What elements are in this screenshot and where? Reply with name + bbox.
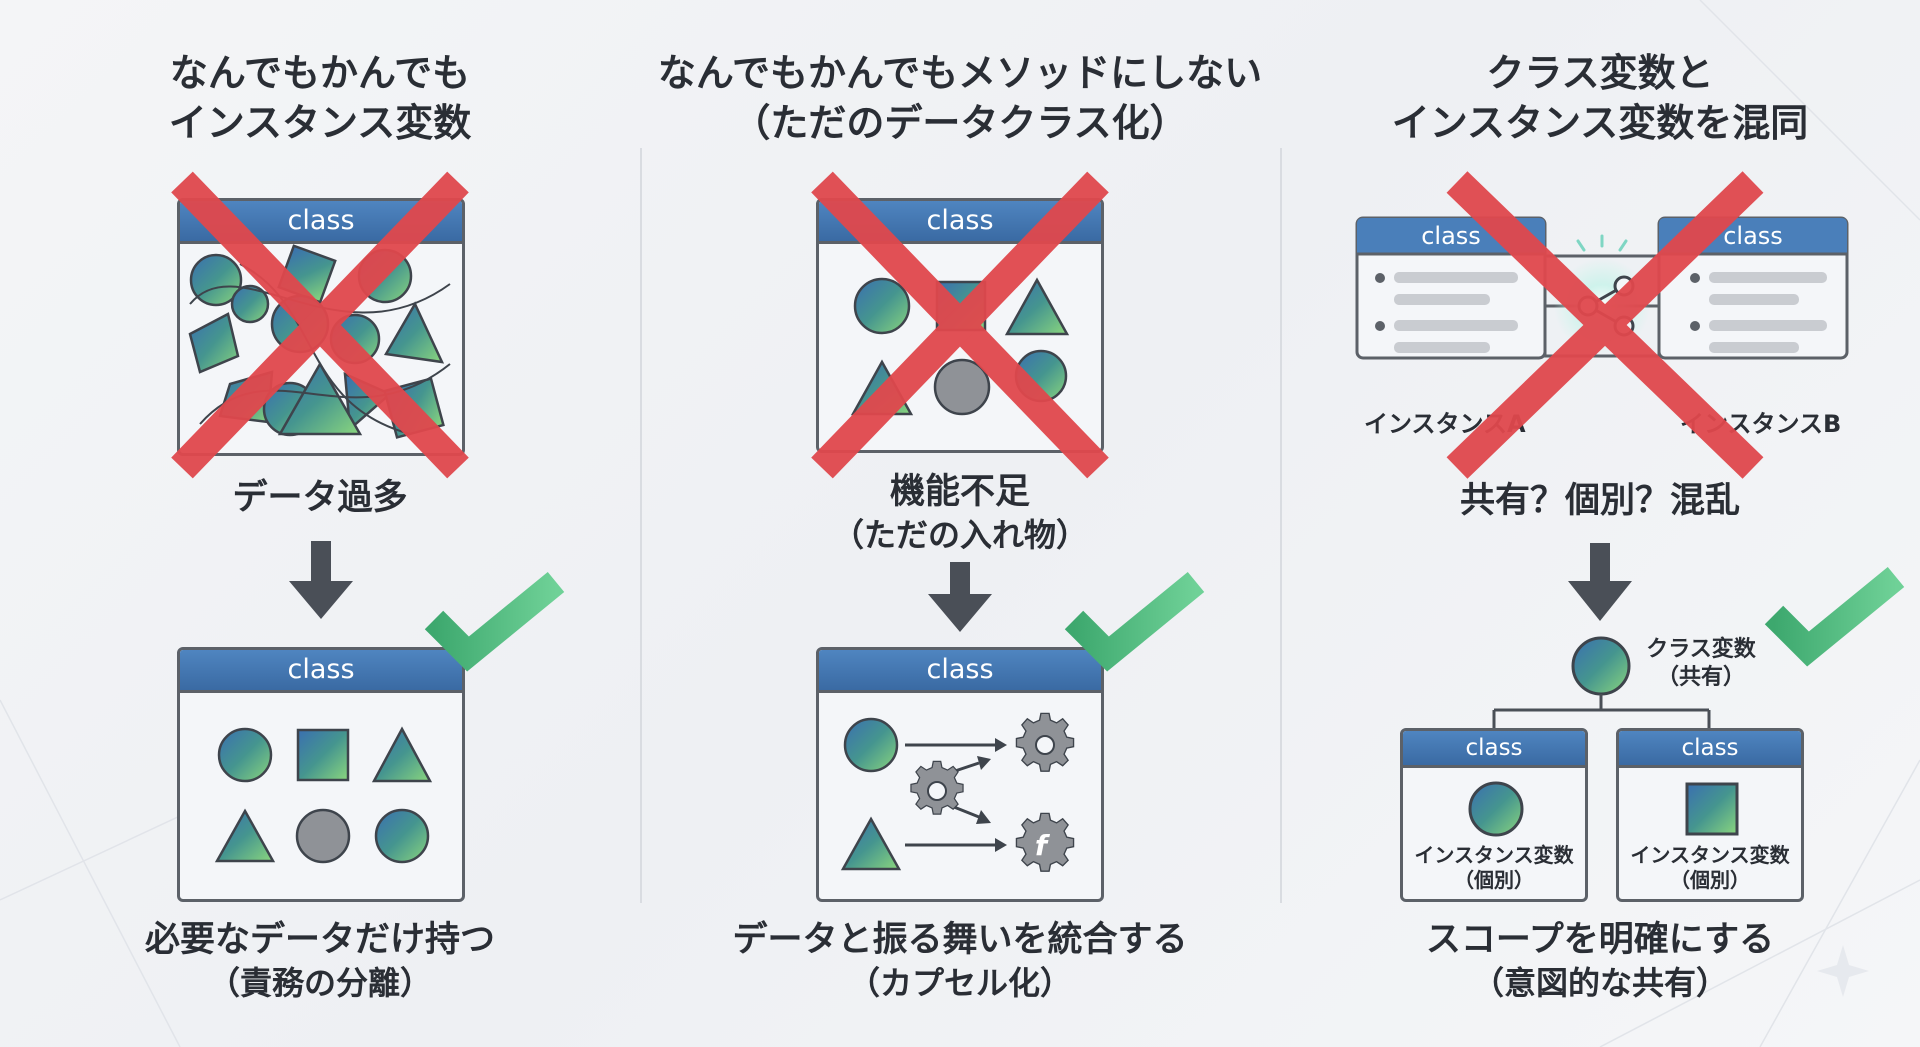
class-header: class: [1421, 222, 1481, 250]
class-window-encapsulated: class: [816, 647, 1104, 902]
class-header: class: [819, 650, 1101, 693]
caption-text: 必要なデータだけ持つ: [144, 920, 495, 960]
label-line: （個別）: [1454, 868, 1534, 892]
class-window-clean: class: [177, 647, 465, 902]
caption-text: 機能不足: [889, 472, 1030, 512]
check-icon: [1064, 571, 1205, 672]
child-instance-window-right: class インスタンス変数 （個別）: [1616, 728, 1804, 902]
down-arrow-icon: [289, 541, 353, 619]
gear-icon: [910, 760, 964, 815]
title-line: インスタンス変数: [168, 101, 472, 145]
column-1-title: なんでもかんでも インスタンス変数: [40, 48, 600, 148]
column-divider: [640, 148, 642, 903]
check-icon: [1764, 566, 1905, 667]
child-instance-window-left: class インスタンス変数 （個別）: [1400, 728, 1588, 902]
caption-text: （ただの入れ物）: [831, 516, 1088, 554]
instance-variable-circle: [1468, 781, 1524, 837]
sparkle-icon: [1817, 945, 1869, 997]
title-line: インスタンス変数を混同: [1391, 101, 1809, 145]
column-1-solution-caption: 必要なデータだけ持つ （責務の分離）: [80, 918, 560, 1004]
label-line: クラス変数: [1646, 637, 1756, 662]
column-2-title: なんでもかんでもメソッドにしない （ただのデータクラス化）: [650, 48, 1270, 148]
red-cross-icon: [1446, 171, 1764, 479]
column-1-problem-caption: データ過多: [120, 476, 520, 520]
column-2-problem-caption: 機能不足 （ただの入れ物）: [760, 470, 1160, 556]
column-divider: [1280, 148, 1282, 903]
function-gear-icon: f: [1015, 812, 1075, 872]
caption-text: 共有？個別？混乱: [1459, 481, 1740, 521]
scope-hierarchy: [1492, 636, 1711, 730]
caption-text: （意図的な共有）: [1471, 964, 1728, 1002]
caption-text: （カプセル化）: [847, 964, 1072, 1002]
instance-variable-label: インスタンス変数 （個別）: [1403, 843, 1585, 893]
title-line: クラス変数と: [1486, 51, 1714, 95]
column-3-title: クラス変数と インスタンス変数を混同: [1290, 48, 1910, 148]
label-line: （共有）: [1656, 665, 1745, 690]
gear-icon: [1015, 712, 1075, 772]
organized-shapes: [214, 726, 433, 864]
function-symbol: f: [1035, 829, 1051, 862]
label-line: インスタンス変数: [1630, 843, 1790, 867]
title-line: なんでもかんでも: [169, 51, 471, 95]
label-line: （個別）: [1670, 868, 1750, 892]
instance-variable-square: [1685, 782, 1739, 836]
class-header: class: [1403, 731, 1585, 768]
caption-text: スコープを明確にする: [1425, 920, 1775, 960]
data-behavior-diagram: f: [840, 712, 1075, 872]
down-arrow-icon: [1568, 543, 1632, 621]
down-arrow-icon: [928, 562, 992, 632]
label-line: インスタンス変数: [1414, 843, 1574, 867]
caption-text: データと振る舞いを統合する: [732, 920, 1188, 960]
caption-text: （責務の分離）: [207, 964, 432, 1002]
instance-variable-label: インスタンス変数 （個別）: [1619, 843, 1801, 893]
class-variable-label: クラス変数 （共有）: [1636, 636, 1766, 692]
column-3-problem-caption: 共有？個別？混乱: [1400, 479, 1800, 523]
class-header: class: [180, 650, 462, 693]
title-line: （ただのデータクラス化）: [732, 101, 1188, 145]
red-cross-icon: [171, 171, 469, 479]
title-line: なんでもかんでもメソッドにしない: [657, 51, 1263, 95]
class-header: class: [1619, 731, 1801, 768]
class-variable-node: [1571, 636, 1631, 696]
column-2-solution-caption: データと振る舞いを統合する （カプセル化）: [680, 918, 1240, 1004]
column-3-solution-caption: スコープを明確にする （意図的な共有）: [1360, 918, 1840, 1004]
class-header: class: [1723, 222, 1783, 250]
caption-text: データ過多: [232, 478, 408, 518]
red-cross-icon: [811, 171, 1109, 479]
check-icon: [424, 571, 565, 672]
